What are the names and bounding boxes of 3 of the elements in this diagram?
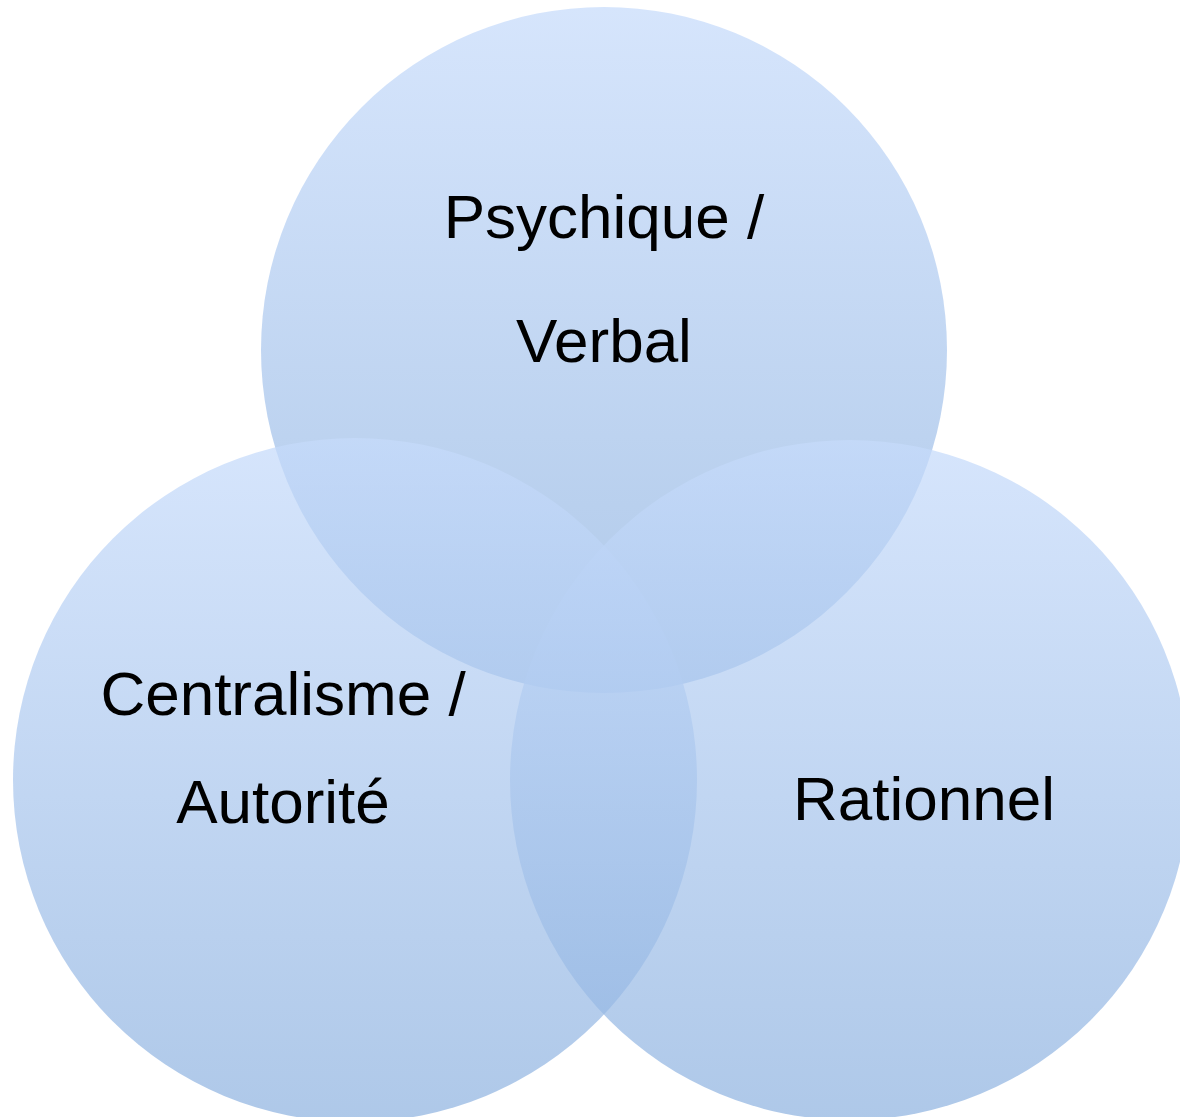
circle-label: Rationnel: [792, 763, 1056, 835]
circle-label: Centralisme / Autorité: [99, 658, 467, 838]
circle-label: Psychique / Verbal: [442, 181, 766, 377]
